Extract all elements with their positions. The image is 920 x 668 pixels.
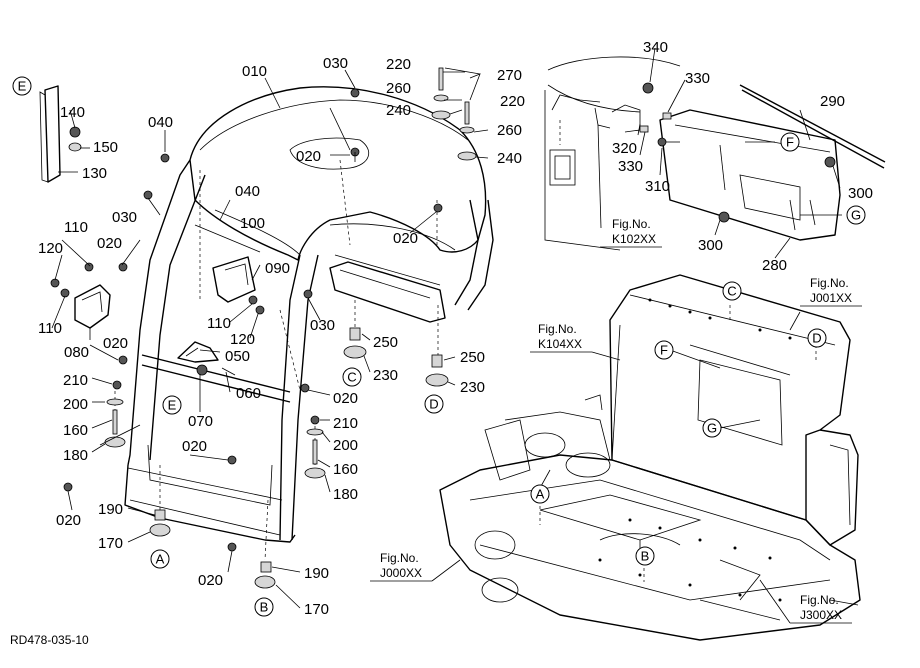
label-220-top: 220: [386, 56, 411, 73]
figref-j300-prefix: Fig.No.: [800, 593, 839, 607]
label-110-mid: 110: [207, 315, 231, 332]
label-200-right: 200: [333, 437, 358, 454]
label-150: 150: [93, 139, 118, 156]
label-210-right: 210: [333, 415, 358, 432]
label-040-mid: 040: [235, 183, 260, 200]
label-200-left: 200: [63, 396, 88, 413]
callout-f-top: F: [786, 135, 794, 150]
label-030-top: 030: [323, 55, 348, 72]
callout-d-right: D: [812, 331, 821, 346]
label-020-bottom-left: 020: [56, 512, 81, 529]
label-210-left: 210: [63, 372, 88, 389]
label-170-bottom: 170: [304, 601, 329, 618]
label-030-left: 030: [112, 209, 137, 226]
label-340: 340: [643, 39, 668, 56]
callout-a-left: A: [156, 552, 165, 567]
figref-j000-code: J000XX: [380, 566, 422, 580]
label-250-d: 250: [460, 349, 485, 366]
label-240-top: 240: [386, 102, 411, 119]
figref-j000-prefix: Fig.No.: [380, 551, 419, 565]
label-020-roof: 020: [296, 148, 321, 165]
label-170-left: 170: [98, 535, 123, 552]
label-120-mid: 120: [230, 331, 255, 348]
label-290: 290: [820, 93, 845, 110]
document-code: RD478-035-10: [10, 633, 89, 647]
label-110-left: 110: [38, 320, 62, 337]
label-080: 080: [64, 344, 89, 361]
part-number-labels: 010 030 040 040 030 100 020 020 110 020 …: [38, 39, 873, 618]
hood-assembly: [544, 56, 886, 251]
label-020-bottom: 020: [198, 572, 223, 589]
leader-lines: [51, 47, 842, 609]
label-040-top: 040: [148, 114, 173, 131]
label-020-post: 020: [103, 335, 128, 352]
label-190-bottom: 190: [304, 565, 329, 582]
label-090: 090: [265, 260, 290, 277]
fasteners: [50, 67, 477, 589]
label-050: 050: [225, 348, 250, 365]
label-260-top: 260: [386, 80, 411, 97]
label-160-left: 160: [63, 422, 88, 439]
label-300-bottom: 300: [698, 237, 723, 254]
label-060: 060: [236, 385, 261, 402]
chassis-assembly: [439, 274, 861, 641]
figref-j001-code: J001XX: [810, 291, 852, 305]
figref-k104-code: K104XX: [538, 337, 582, 351]
label-120-left: 120: [38, 240, 63, 257]
label-010: 010: [242, 63, 267, 80]
callout-letters: E E A B C D F G C D F G A B: [12, 76, 866, 617]
label-070: 070: [188, 413, 213, 430]
callout-b-right: B: [641, 549, 650, 564]
callout-c-left: C: [347, 370, 356, 385]
label-240-right: 240: [497, 150, 522, 167]
label-330-bottom: 330: [618, 158, 643, 175]
callout-g-right: G: [707, 421, 717, 436]
label-280: 280: [762, 257, 787, 274]
callout-a-right: A: [536, 487, 545, 502]
label-180-right: 180: [333, 486, 358, 503]
label-020-arch: 020: [393, 230, 418, 247]
label-270: 270: [497, 67, 522, 84]
callout-e: E: [168, 398, 177, 413]
callout-f-right: F: [660, 343, 668, 358]
label-030-mid: 030: [310, 317, 335, 334]
label-140: 140: [60, 104, 85, 121]
figref-k102-code: K102XX: [612, 232, 656, 246]
label-230-c: 230: [373, 367, 398, 384]
label-020-left: 020: [97, 235, 122, 252]
label-100: 100: [240, 215, 265, 232]
label-300-right: 300: [848, 185, 873, 202]
label-180-left: 180: [63, 447, 88, 464]
callout-c-right: C: [727, 284, 736, 299]
label-320: 320: [612, 140, 637, 157]
label-250-c: 250: [373, 334, 398, 351]
figure-references: Fig.No. K102XX Fig.No. J001XX Fig.No. K1…: [370, 217, 862, 624]
label-020-panel: 020: [182, 438, 207, 455]
label-160-right: 160: [333, 461, 358, 478]
callout-d-left: D: [429, 397, 438, 412]
callout-b-left: B: [260, 600, 269, 615]
callout-e-top: E: [18, 79, 27, 94]
label-190-left: 190: [98, 501, 123, 518]
label-310: 310: [645, 178, 670, 195]
figref-k104-prefix: Fig.No.: [538, 322, 577, 336]
label-230-d: 230: [460, 379, 485, 396]
label-330-top: 330: [685, 70, 710, 87]
callout-g-top: G: [851, 208, 861, 223]
label-220-right: 220: [500, 93, 525, 110]
figref-k102-prefix: Fig.No.: [612, 217, 651, 231]
label-110-top: 110: [64, 219, 88, 236]
label-020-right: 020: [333, 390, 358, 407]
label-260-right: 260: [497, 122, 522, 139]
label-130: 130: [82, 165, 107, 182]
figref-j001-prefix: Fig.No.: [810, 276, 849, 290]
figref-j300-code: J300XX: [800, 608, 842, 622]
side-brackets: [39, 85, 256, 363]
